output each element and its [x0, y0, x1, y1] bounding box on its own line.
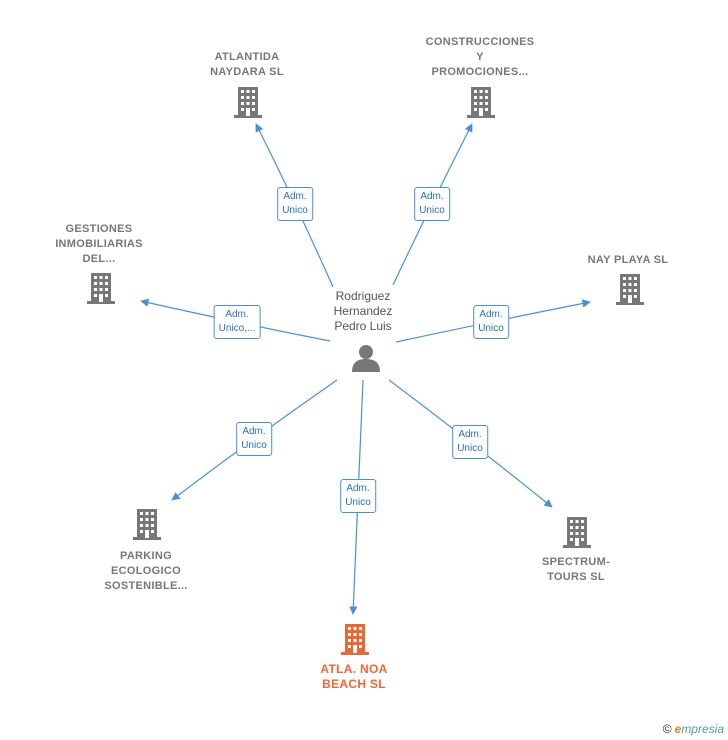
company-label-gestiones[interactable]: GESTIONES INMOBILIARIAS DEL...: [55, 223, 143, 265]
center-person-label[interactable]: Rodriguez Hernandez Pedro Luis: [333, 289, 393, 333]
role-label-atlantida: Adm. Unico: [277, 187, 313, 221]
role-label-atlanoa: Adm. Unico: [340, 479, 376, 513]
building-icon[interactable]: [234, 87, 262, 118]
building-icon[interactable]: [467, 87, 495, 118]
brand-logo: ©empresia: [663, 722, 724, 736]
company-label-construcciones[interactable]: CONSTRUCCIONES Y PROMOCIONES...: [425, 36, 535, 78]
building-icon[interactable]: [616, 274, 644, 305]
company-label-atlanoa[interactable]: ATLA. NOA BEACH SL: [320, 662, 388, 691]
role-label-gestiones: Adm. Unico,...: [213, 305, 261, 339]
brand-name: mpresia: [681, 722, 724, 736]
role-label-spectrum: Adm. Unico: [452, 425, 488, 459]
building-icon[interactable]: [341, 624, 369, 655]
company-label-spectrum[interactable]: SPECTRUM- TOURS SL: [541, 556, 611, 583]
role-label-construcciones: Adm. Unico: [414, 187, 450, 221]
building-icon[interactable]: [133, 509, 161, 540]
building-icon[interactable]: [87, 273, 115, 304]
copyright-symbol: ©: [662, 722, 672, 736]
role-label-parking: Adm. Unico: [236, 422, 272, 456]
role-label-nayplaya: Adm. Unico: [473, 305, 509, 339]
building-icon[interactable]: [563, 517, 591, 548]
company-label-atlantida[interactable]: ATLANTIDA NAYDARA SL: [210, 51, 284, 78]
person-icon[interactable]: [352, 345, 380, 372]
company-label-parking[interactable]: PARKING ECOLOGICO SOSTENIBLE...: [104, 550, 188, 592]
brand-initial: e: [674, 722, 682, 736]
company-label-nayplaya[interactable]: NAY PLAYA SL: [587, 254, 669, 266]
